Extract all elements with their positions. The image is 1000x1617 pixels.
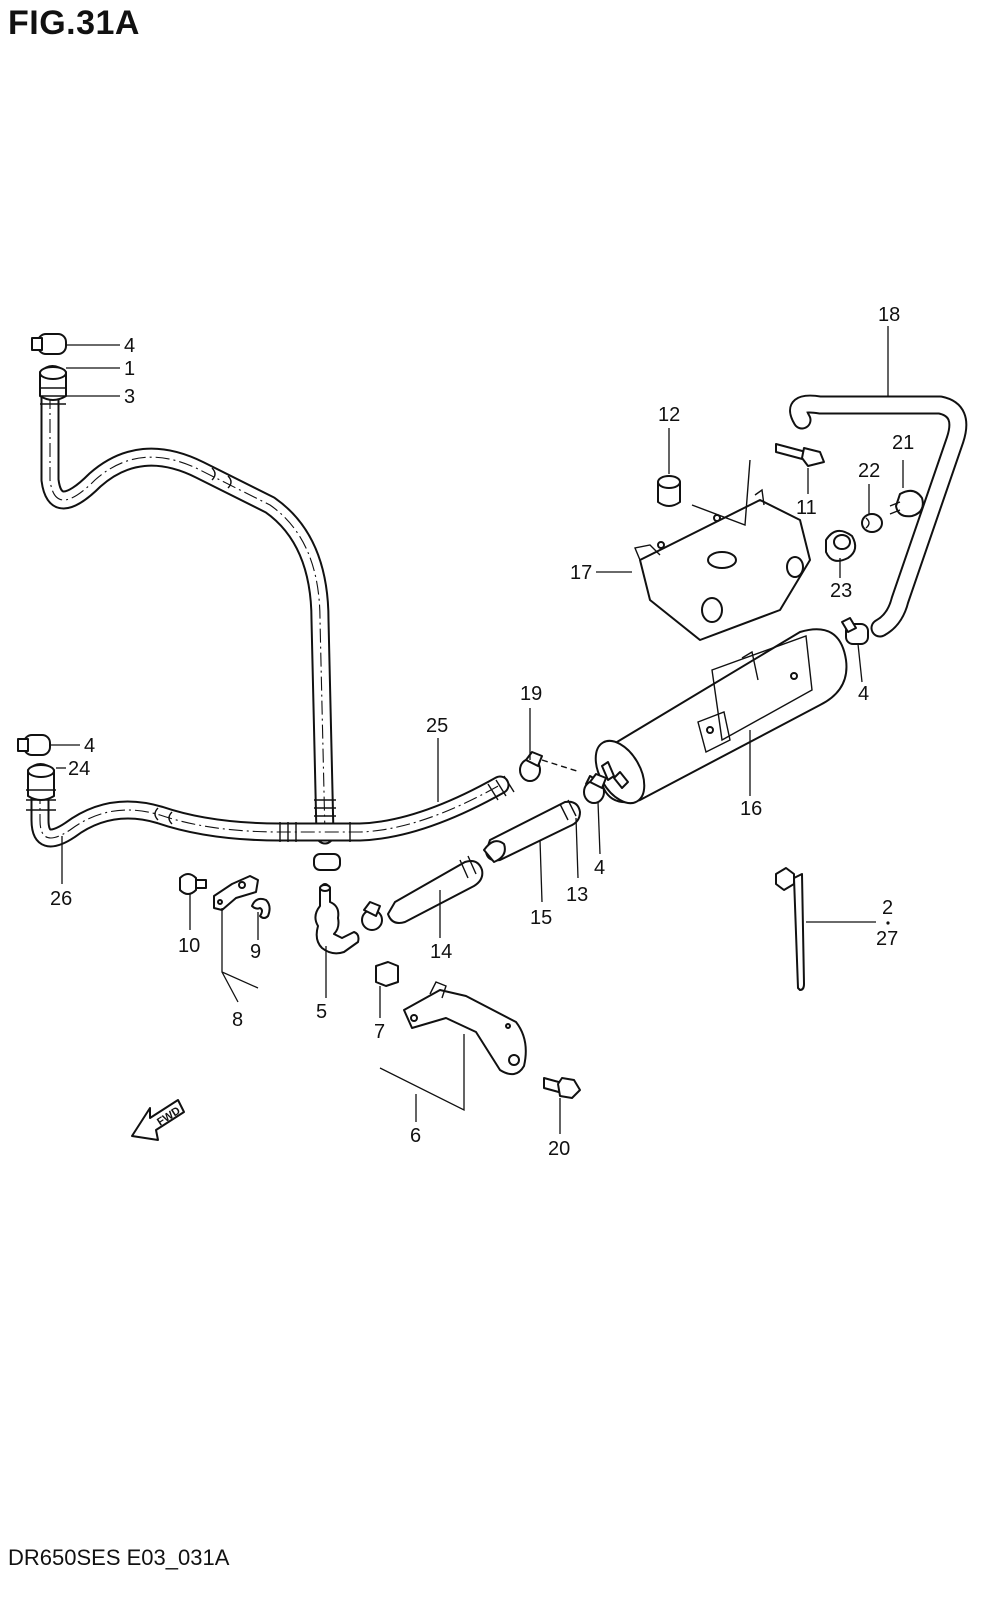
clamp-4-center — [583, 773, 607, 804]
callout-10: 10 — [178, 935, 200, 957]
bolt-20 — [543, 1077, 581, 1099]
callout-15: 15 — [530, 907, 552, 929]
clamp-19 — [519, 751, 581, 782]
callout-2-27-separator-dot — [886, 921, 890, 925]
callout-23: 23 — [830, 580, 852, 602]
clip-7 — [375, 961, 399, 987]
hose-14 — [387, 840, 506, 924]
callout-20: 20 — [548, 1138, 570, 1160]
cap-1 — [39, 365, 67, 405]
callout-7: 7 — [374, 1021, 385, 1043]
callout-18: 18 — [878, 304, 900, 326]
callout-19: 19 — [520, 683, 542, 705]
callout-5: 5 — [316, 1001, 327, 1023]
callout-12: 12 — [658, 404, 680, 426]
callout-8: 8 — [232, 1009, 243, 1031]
cable-tie-2-27 — [775, 867, 805, 991]
callout-26: 26 — [50, 888, 72, 910]
callout-4-canister: 4 — [858, 683, 869, 705]
callout-14: 14 — [430, 941, 452, 963]
callout-4-center: 4 — [594, 857, 605, 879]
leader-lines — [50, 326, 904, 1134]
figure-title: FIG.31A — [8, 4, 140, 42]
callout-21: 21 — [892, 432, 914, 454]
callouts: 4 1 3 18 12 21 22 11 17 23 4 4 24 25 19 … — [50, 304, 914, 1160]
bracket-17 — [634, 459, 811, 641]
callout-11: 11 — [796, 497, 817, 519]
callout-13: 13 — [566, 884, 588, 906]
callout-27: 27 — [876, 928, 898, 950]
clamp-14-end — [361, 901, 383, 931]
callout-22: 22 — [858, 460, 880, 482]
hose-18 — [789, 394, 968, 638]
hose-15 — [485, 799, 581, 862]
callout-1: 1 — [124, 358, 135, 380]
clamp-hose3-bottom — [313, 853, 341, 871]
bolt-11 — [775, 443, 825, 467]
callout-9: 9 — [250, 941, 261, 963]
callout-17: 17 — [570, 562, 592, 584]
clamp-4-canister-right — [841, 617, 869, 645]
hose-3 — [40, 385, 336, 845]
forward-direction-arrow: FWD — [131, 1099, 185, 1141]
callout-25: 25 — [426, 715, 448, 737]
bracket-6 — [403, 981, 527, 1076]
callout-16: 16 — [740, 798, 762, 820]
clip-9 — [251, 897, 271, 919]
callout-4-left: 4 — [84, 735, 95, 757]
grommet-23 — [825, 529, 857, 562]
figure-footer-code: DR650SES E03_031A — [8, 1545, 230, 1570]
cap-22 — [861, 513, 883, 533]
fitting-21 — [889, 489, 924, 518]
callout-24: 24 — [68, 758, 90, 780]
cap-24 — [26, 763, 56, 811]
callout-4-upper: 4 — [124, 335, 135, 357]
callout-6: 6 — [410, 1125, 421, 1147]
hose-26-25 — [30, 775, 515, 848]
canister-16 — [585, 628, 848, 805]
clamp-4-upper — [31, 333, 67, 355]
clamp-4-left — [17, 734, 51, 756]
bracket-8 — [213, 875, 259, 911]
spacer-12 — [657, 475, 681, 507]
callout-3: 3 — [124, 386, 135, 408]
bolt-10 — [179, 873, 207, 895]
callout-2: 2 — [882, 897, 893, 919]
fitting-5 — [314, 883, 360, 955]
